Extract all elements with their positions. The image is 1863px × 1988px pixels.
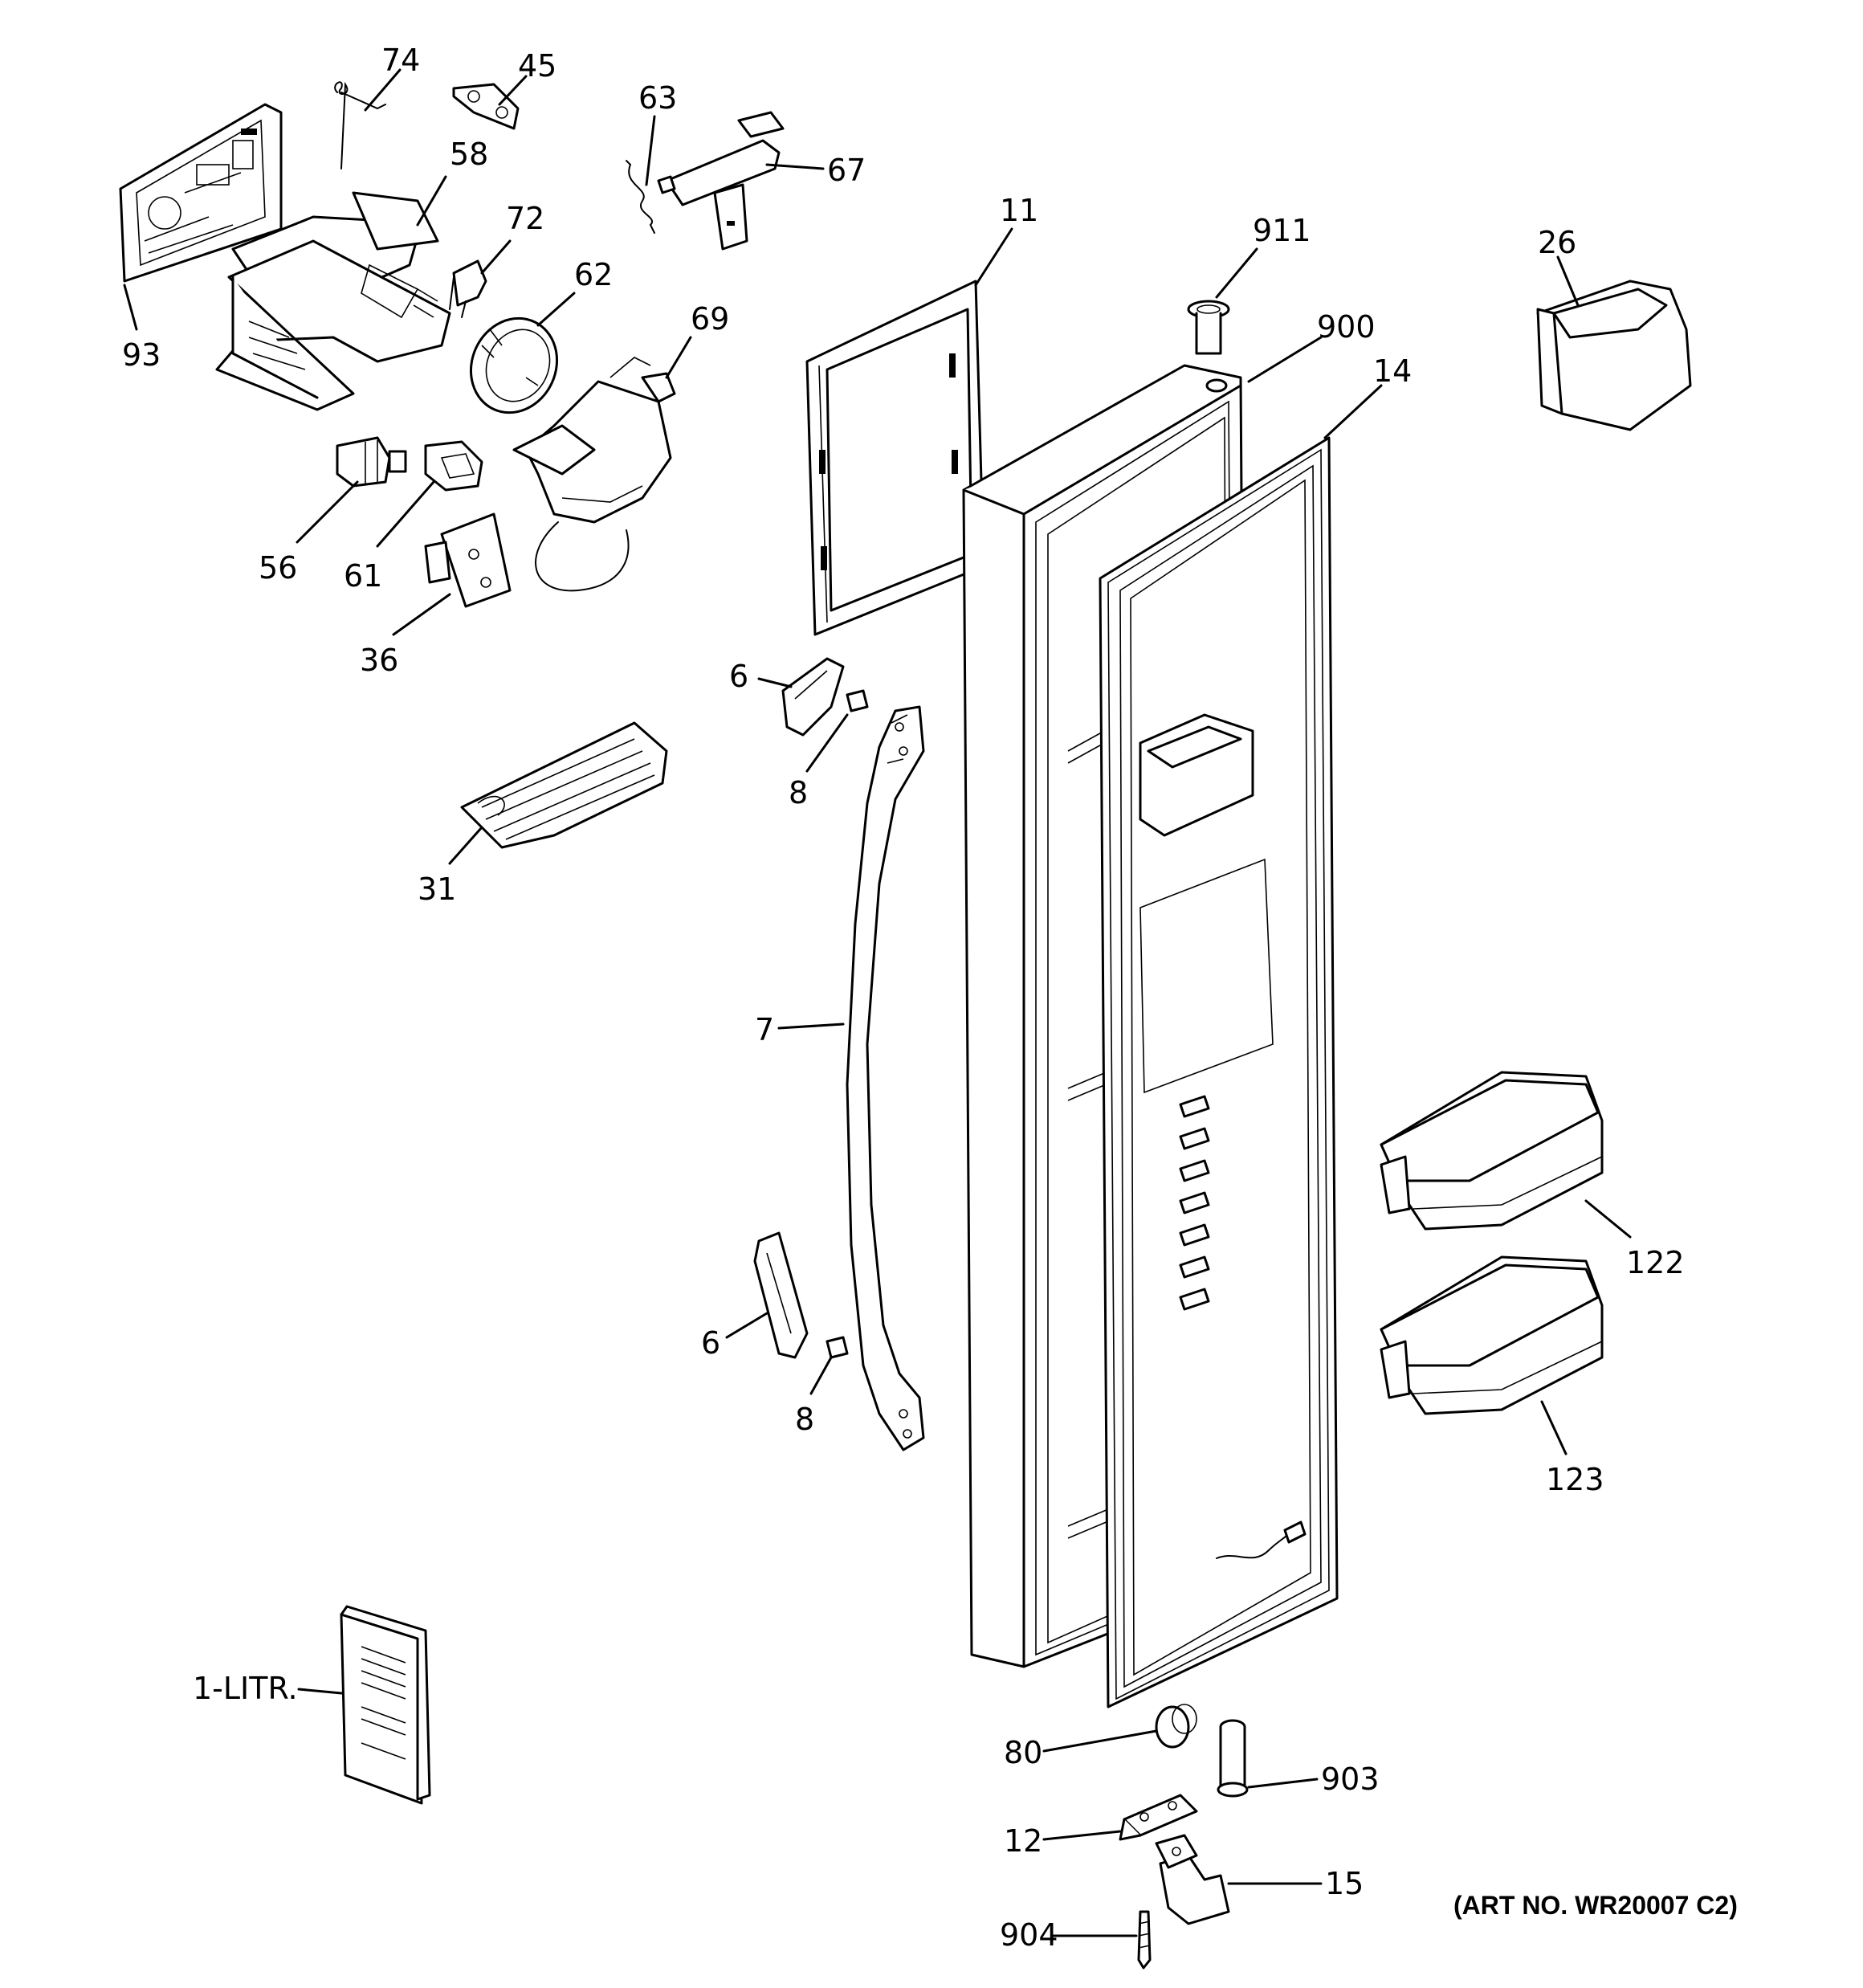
- art-number: (ART NO. WR20007 C2): [1453, 1891, 1738, 1920]
- part-8-screw-bottom: [826, 1336, 849, 1359]
- callout-69: 69: [691, 301, 729, 337]
- part-63-spring: [626, 160, 655, 234]
- part-69-ice-chute: [512, 357, 676, 592]
- callout-62: 62: [574, 257, 613, 292]
- callout-93: 93: [122, 337, 161, 373]
- part-6-end-cap-bottom: [753, 1231, 809, 1359]
- part-93-control-board: [119, 103, 283, 283]
- part-67-actuator: [657, 111, 785, 251]
- callout-36: 36: [360, 643, 398, 678]
- callout-67: 67: [827, 153, 866, 188]
- callout-80: 80: [1004, 1735, 1042, 1770]
- callout-911: 911: [1253, 213, 1311, 248]
- part-15-hinge: [1155, 1834, 1230, 1925]
- part-911-plug: [1187, 300, 1230, 355]
- part-11-dispenser-frame: [805, 280, 985, 636]
- callout-904: 904: [1000, 1917, 1058, 1953]
- part-12-bracket: [1119, 1794, 1198, 1841]
- part-80-cap: [1155, 1704, 1197, 1749]
- part-56-motor: [336, 436, 407, 488]
- part-31-drip-tray: [460, 721, 668, 849]
- part-6-end-cap-top: [781, 657, 845, 737]
- callout-labels: 74 45 63 67 58 72 62 69 93 56 61 36 11 9…: [122, 43, 1738, 1953]
- callout-6-top: 6: [729, 659, 748, 694]
- part-72-switch: [449, 259, 487, 318]
- callout-903: 903: [1321, 1761, 1380, 1797]
- callout-58: 58: [450, 137, 488, 172]
- part-122-door-bin: [1380, 1071, 1604, 1231]
- part-62-ring: [469, 316, 559, 414]
- callout-74: 74: [381, 43, 420, 78]
- callout-123: 123: [1546, 1462, 1604, 1497]
- callout-45: 45: [518, 48, 556, 84]
- callout-8-top: 8: [789, 775, 808, 810]
- callout-61: 61: [344, 558, 382, 594]
- part-7-handle: [846, 705, 925, 1451]
- callout-72: 72: [506, 201, 544, 236]
- part-8-screw-top: [846, 689, 869, 712]
- callout-56: 56: [259, 550, 297, 586]
- callout-14: 14: [1373, 353, 1412, 389]
- callout-26: 26: [1538, 225, 1576, 260]
- part-literature-booklet: [340, 1605, 431, 1805]
- callout-11: 11: [1000, 193, 1038, 228]
- callout-900: 900: [1317, 309, 1376, 345]
- callout-7: 7: [755, 1012, 774, 1047]
- callout-8-bottom: 8: [795, 1402, 814, 1437]
- part-61-coupler: [424, 440, 483, 492]
- part-58-dispenser-housing: [215, 191, 451, 411]
- part-903-sleeve: [1217, 1719, 1249, 1798]
- part-45-bracket: [452, 83, 520, 130]
- callout-31: 31: [418, 872, 456, 907]
- callout-63: 63: [638, 80, 677, 116]
- callout-12: 12: [1004, 1823, 1042, 1859]
- part-123-door-bin: [1380, 1255, 1604, 1415]
- leader-lines: [123, 68, 1632, 1937]
- part-14-gasket: [1099, 436, 1339, 1708]
- part-36-bracket: [424, 512, 512, 608]
- part-26-dairy-compartment: [1536, 280, 1692, 431]
- callout-15: 15: [1325, 1866, 1364, 1901]
- callout-6-bottom: 6: [701, 1325, 720, 1361]
- callout-122: 122: [1626, 1245, 1685, 1280]
- part-904-screw: [1137, 1910, 1152, 1970]
- part-74-spring: [334, 81, 386, 169]
- callout-literature: 1-LITR.: [193, 1671, 298, 1706]
